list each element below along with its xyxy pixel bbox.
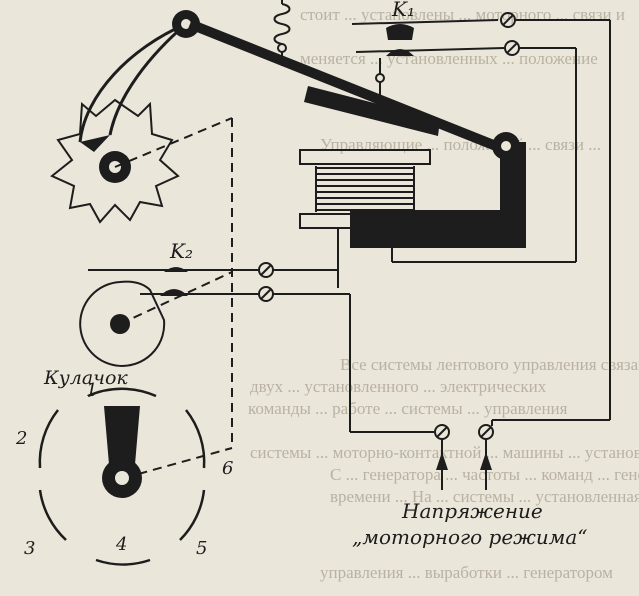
voltage-label-line1: Напряжение (401, 499, 543, 523)
background-line: системы ... моторно-контактной ... машин… (250, 443, 639, 462)
wiring (273, 19, 611, 433)
pawl-arm (78, 10, 200, 152)
background-line: меняется ... установленных ... положение (300, 49, 598, 68)
voltage-label-line2: „моторного режима“ (352, 525, 588, 549)
background-line: управления ... выработки ... генератором (320, 563, 613, 582)
background-line: времени ... На ... системы ... установле… (330, 487, 639, 506)
position-label: 5 (196, 538, 207, 559)
position-label: 2 (15, 428, 27, 449)
arrow-up-icon (480, 452, 492, 470)
label-k1: K₁ (391, 0, 415, 21)
supply-terminals: Напряжение „моторного режима“ (352, 424, 588, 549)
background-line: Управляющие ... положений ... связи ... (320, 135, 601, 154)
position-label: 6 (222, 458, 233, 479)
ratchet-wheel (50, 98, 233, 224)
spring (273, 0, 291, 66)
armature-lever (188, 19, 508, 155)
arrow-up-icon (436, 452, 448, 470)
background-line: команды ... работе ... системы ... управ… (248, 399, 568, 418)
position-label: 3 (24, 538, 35, 559)
label-cam: Кулачок (43, 367, 128, 389)
background-line: С ... генератора ... частоты ... команд … (330, 465, 639, 484)
contact-k1: K₁ (351, 0, 520, 98)
electromagnet-coil (299, 132, 526, 288)
mechanical-linkage (123, 118, 233, 479)
position-label: 4 (115, 534, 127, 555)
selector-switch: 1 2 3 4 5 6 (15, 380, 233, 566)
cam: Кулачок (43, 271, 233, 389)
contact-k2: K₂ (88, 239, 274, 302)
background-line: Все системы лентового управления связаны… (340, 355, 639, 374)
label-k2: K₂ (169, 239, 193, 263)
position-label: 1 (86, 380, 97, 401)
background-text: стоит ... установлены ... моторного ... … (248, 5, 639, 582)
background-line: двух ... установленного ... электрически… (250, 377, 547, 396)
